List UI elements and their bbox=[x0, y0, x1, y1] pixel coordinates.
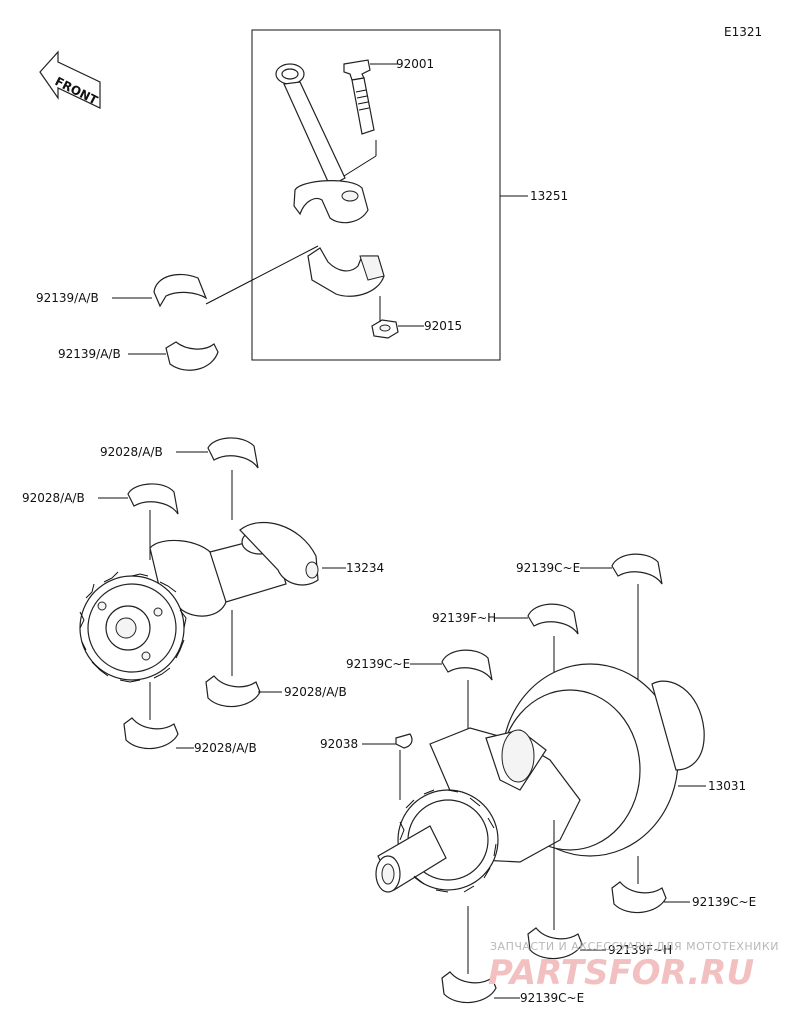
label-92139c-1: 92139C~E bbox=[516, 561, 580, 575]
crank-bearing-ce-1 bbox=[611, 553, 663, 585]
label-92038: 92038 bbox=[320, 737, 358, 751]
crank-bearing-ce-4 bbox=[441, 971, 497, 1004]
balancer-bearing-4 bbox=[123, 717, 179, 750]
balancer-shaft bbox=[79, 522, 319, 683]
label-92028-2: 92028/A/B bbox=[22, 491, 85, 505]
conrod-bearing-lower bbox=[165, 341, 219, 371]
crank-bearing-fh-1 bbox=[527, 603, 579, 635]
crank-bearing-ce-3 bbox=[611, 881, 667, 914]
label-92001: 92001 bbox=[396, 57, 434, 71]
label-92139-1: 92139/A/B bbox=[36, 291, 99, 305]
label-92015: 92015 bbox=[424, 319, 462, 333]
crank-bearing-ce-2 bbox=[441, 649, 493, 681]
label-92139f-2: 92139F~H bbox=[608, 943, 672, 957]
crankshaft bbox=[375, 663, 705, 893]
conrod-assembly-box bbox=[251, 29, 501, 361]
conrod-bearing-upper bbox=[153, 273, 208, 308]
balancer-bearing-2 bbox=[127, 483, 179, 515]
label-92028-4: 92028/A/B bbox=[194, 741, 257, 755]
label-92139c-2: 92139C~E bbox=[346, 657, 410, 671]
connecting-rod bbox=[275, 63, 369, 224]
label-92028-1: 92028/A/B bbox=[100, 445, 163, 459]
label-92139f-1: 92139F~H bbox=[432, 611, 496, 625]
label-13251: 13251 bbox=[530, 189, 568, 203]
label-92139c-3: 92139C~E bbox=[692, 895, 756, 909]
balancer-bearing-1 bbox=[207, 437, 259, 469]
front-arrow-icon: FRONT bbox=[39, 50, 101, 109]
conrod-nut bbox=[371, 319, 399, 339]
conrod-cap bbox=[307, 247, 385, 297]
crank-bearing-fh-2 bbox=[527, 927, 583, 960]
diagram-code: E1321 bbox=[724, 25, 762, 39]
label-13234: 13234 bbox=[346, 561, 384, 575]
watermark-line2: PARTSFOR.RU bbox=[488, 953, 754, 993]
label-92028-3: 92028/A/B bbox=[284, 685, 347, 699]
label-92139-2: 92139/A/B bbox=[58, 347, 121, 361]
balancer-bearing-3 bbox=[205, 675, 261, 708]
woodruff-key bbox=[395, 733, 413, 749]
label-13031: 13031 bbox=[708, 779, 746, 793]
watermark-line1: ЗАПЧАСТИ И АКСЕССУАРЫ ДЛЯ МОТОТЕХНИКИ bbox=[490, 940, 779, 953]
label-92139c-4: 92139C~E bbox=[520, 991, 584, 1005]
conrod-bolt bbox=[343, 59, 375, 135]
